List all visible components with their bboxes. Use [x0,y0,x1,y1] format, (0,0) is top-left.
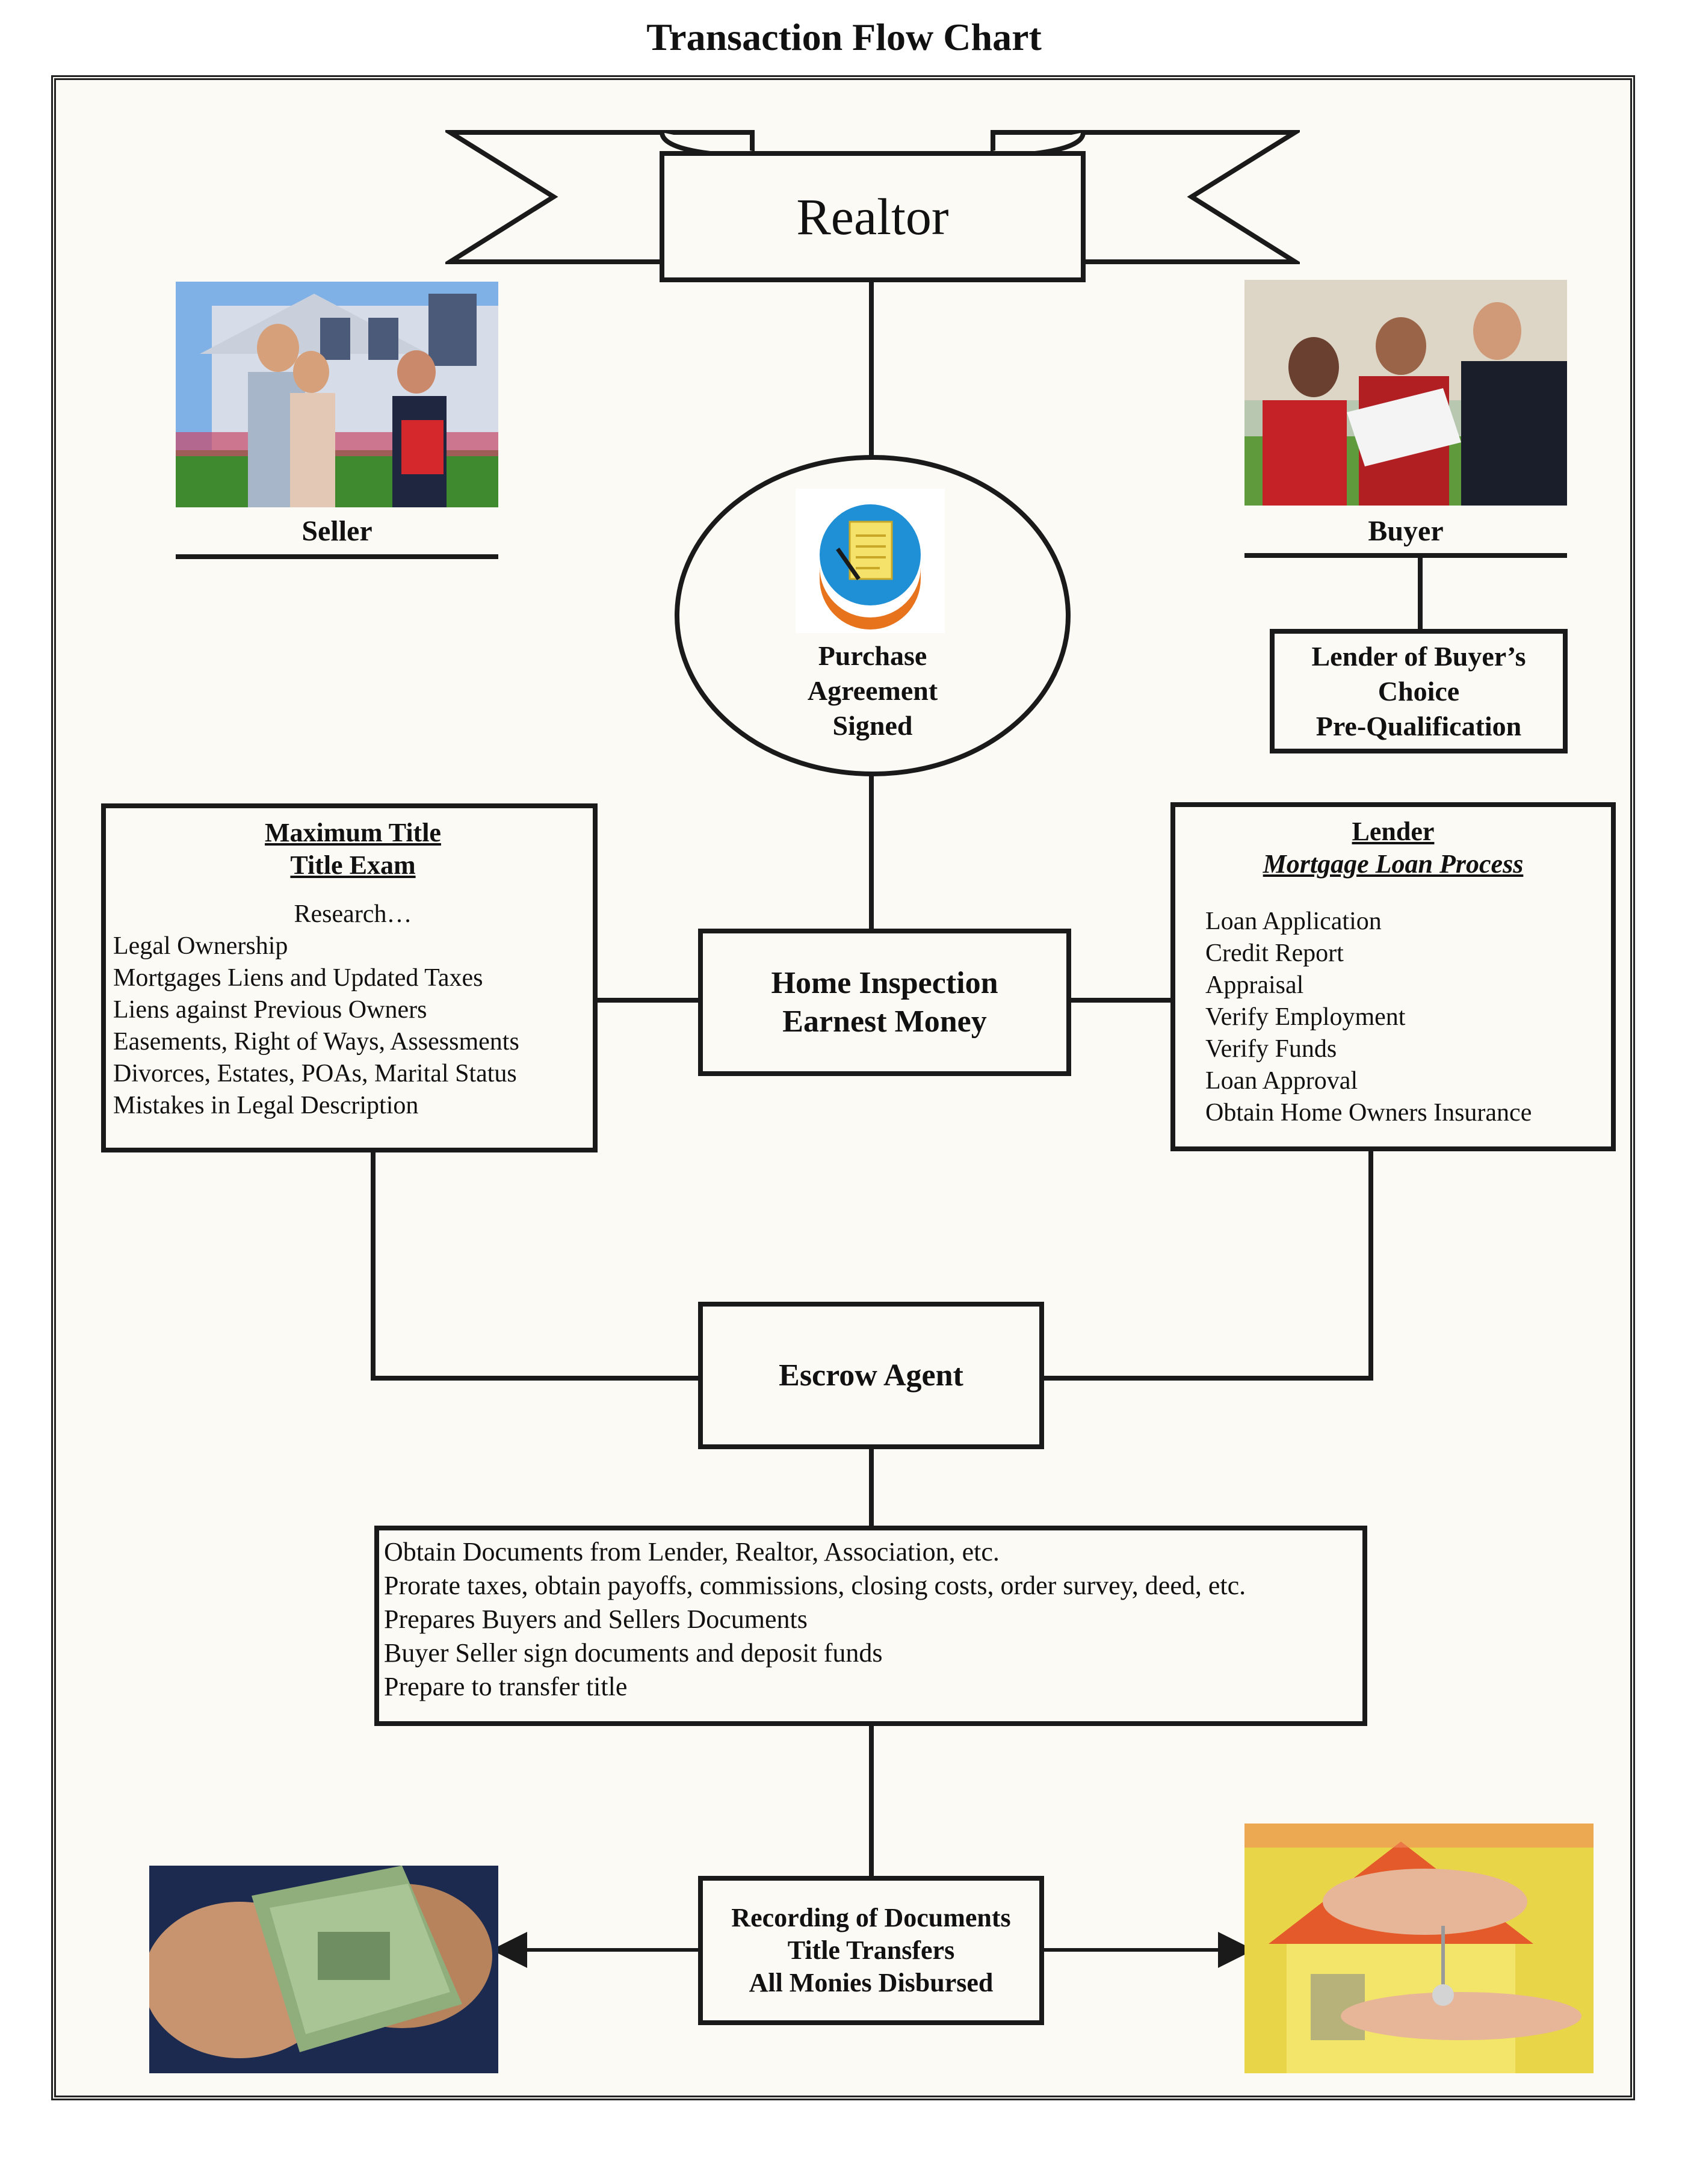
list-item: Prepare to transfer title [384,1672,628,1701]
list-item: Mortgages Liens and Updated Taxes [113,964,483,992]
lender-choice-line: Choice [1377,675,1460,707]
list-item: Loan Application [1205,908,1382,935]
list-item: Prorate taxes, obtain payoffs, commissio… [384,1571,1246,1600]
lender-heading: Lender [1352,817,1435,846]
list-item: Credit Report [1205,939,1344,967]
list-item: Mistakes in Legal Description [113,1092,419,1119]
list-item: Buyer Seller sign documents and deposit … [384,1638,883,1668]
list-item: Obtain Home Owners Insurance [1205,1099,1532,1127]
list-item: Prepares Buyers and Sellers Documents [384,1604,808,1634]
seller-label: Seller [301,515,373,547]
recording-line: Title Transfers [787,1935,955,1965]
home-inspection-line: Home Inspection [771,965,998,1000]
title-exam-box: Maximum Title Title Exam Research… Legal… [101,803,598,1152]
title-heading: Maximum Title [265,818,441,847]
purchase-line: Agreement [807,675,938,706]
list-item: Legal Ownership [113,932,288,960]
list-item: Loan Approval [1205,1067,1358,1095]
escrow-tasks-box: Obtain Documents from Lender, Realtor, A… [374,1526,1367,1726]
home-inspection-box: Home Inspection Earnest Money [698,929,1071,1076]
purchase-line: Signed [832,710,913,741]
house-keys-photo [1244,1824,1594,2073]
list-item: Divorces, Estates, POAs, Marital Status [113,1060,517,1087]
money-photo [149,1824,498,2073]
list-item: Obtain Documents from Lender, Realtor, A… [384,1537,1000,1567]
list-item: Liens against Previous Owners [113,996,427,1024]
lender-choice-box: Lender of Buyer’s Choice Pre-Qualificati… [1270,629,1568,753]
title-subheading: Title Exam [290,850,416,880]
list-item: Verify Funds [1205,1035,1337,1063]
lender-items: Loan Application Credit Report Appraisal… [1205,906,1611,1129]
list-item: Easements, Right of Ways, Assessments [113,1028,519,1056]
buyer-label: Buyer [1368,515,1444,547]
purchase-line: Purchase [818,640,927,671]
lender-box: Lender Mortgage Loan Process Loan Applic… [1170,802,1616,1151]
lender-choice-line: Lender of Buyer’s [1311,640,1526,672]
title-intro: Research… [294,900,412,928]
seller-photo [176,282,498,507]
escrow-agent-box: Escrow Agent [698,1302,1044,1449]
lender-choice-line: Pre-Qualification [1315,710,1522,741]
buyer-photo [1244,280,1567,506]
realtor-banner [445,130,1300,282]
title-items: Legal Ownership Mortgages Liens and Upda… [113,930,593,1122]
earnest-money-line: Earnest Money [782,1004,987,1039]
recording-line: Recording of Documents [731,1903,1011,1932]
recording-line: All Monies Disbursed [749,1968,994,1997]
escrow-agent-label: Escrow Agent [779,1358,963,1393]
recording-box: Recording of Documents Title Transfers A… [698,1876,1044,2025]
list-item: Verify Employment [1205,1003,1406,1031]
purchase-agreement-label: Purchase Agreement Signed [752,635,993,746]
lender-subheading: Mortgage Loan Process [1263,849,1524,879]
page-title: Transaction Flow Chart [646,16,1042,58]
list-item: Appraisal [1205,971,1304,999]
agreement-icon [796,489,945,633]
realtor-label: Realtor [796,188,949,246]
